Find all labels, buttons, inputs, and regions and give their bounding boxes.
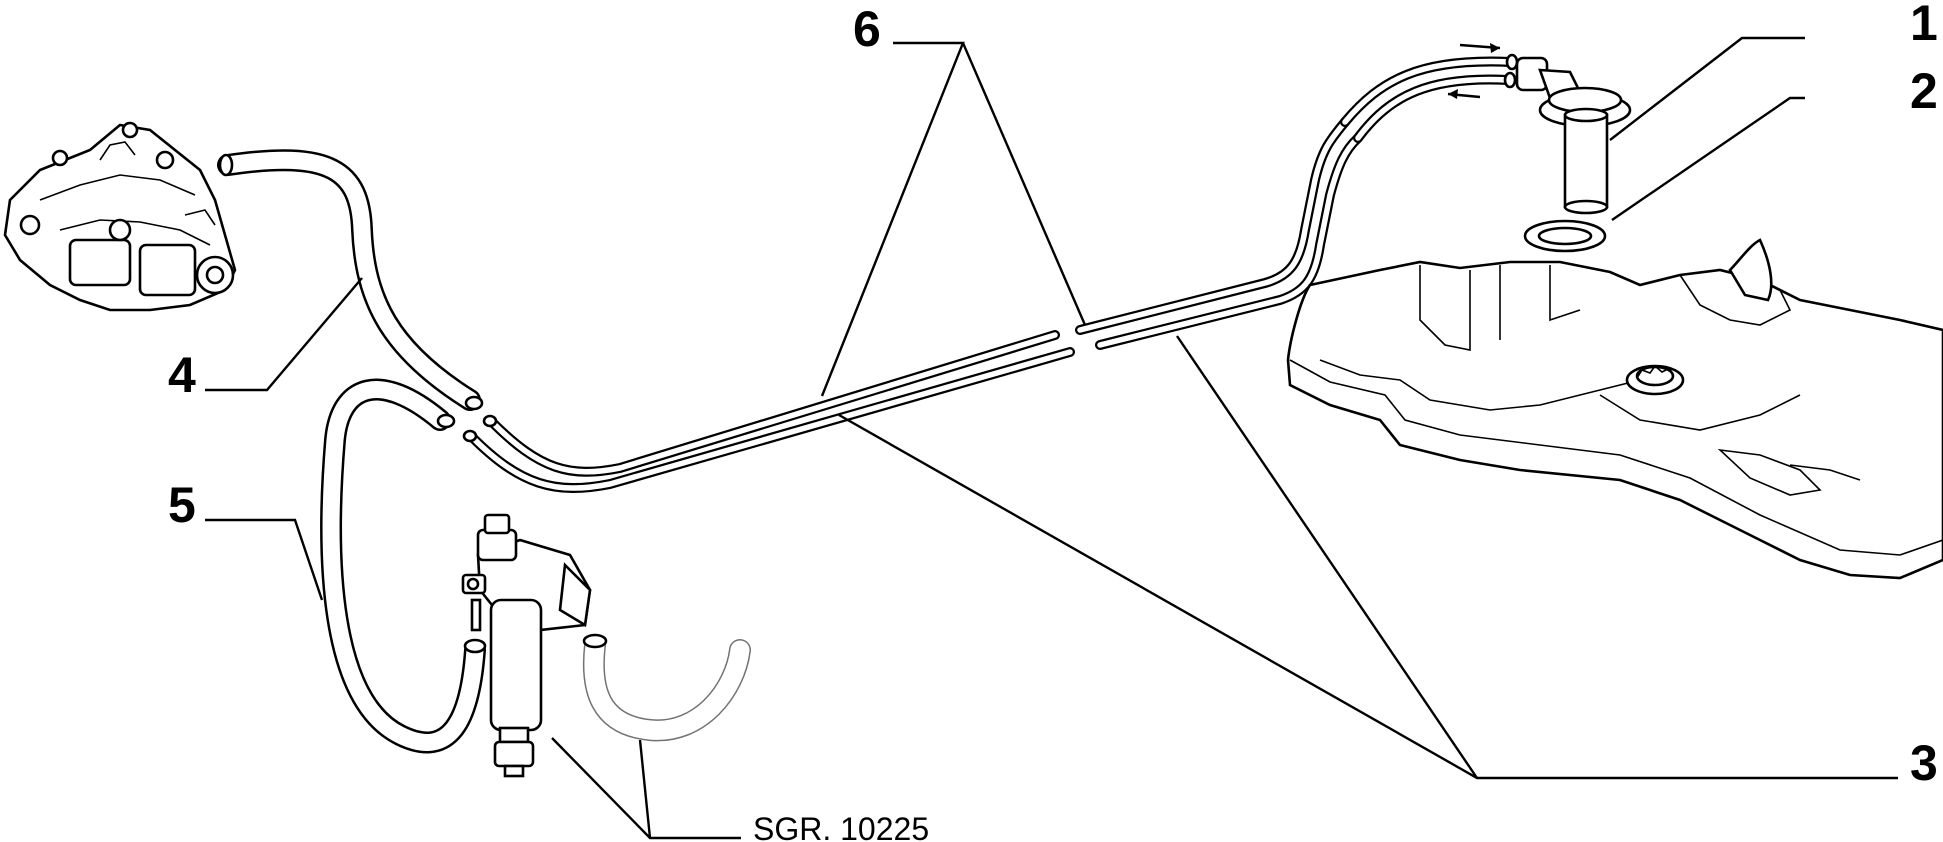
alternative-hose-ghost — [582, 633, 751, 742]
hose-4 — [217, 149, 484, 411]
drawing-reference: SGR. 10225 — [753, 811, 929, 842]
callout-6: 6 — [853, 1, 881, 57]
callout-4: 4 — [168, 347, 196, 403]
fuel-tank — [1286, 238, 1943, 580]
fuel-pipe-6 — [462, 53, 1519, 494]
fuel-level-sender — [1515, 56, 1632, 215]
callout-1: 1 — [1910, 0, 1938, 51]
hose-5 — [320, 378, 487, 754]
callout-2: 2 — [1910, 63, 1938, 119]
flow-arrows — [1447, 43, 1501, 99]
callout-5: 5 — [168, 477, 196, 533]
callout-3: 3 — [1910, 735, 1938, 791]
fuel-filter — [461, 513, 592, 778]
sealing-ring — [1523, 219, 1607, 253]
leader-lines — [205, 36, 1898, 840]
injection-pump — [3, 121, 237, 312]
callout-labels: 6 1 2 4 5 3 SGR. 10225 — [168, 0, 1938, 842]
